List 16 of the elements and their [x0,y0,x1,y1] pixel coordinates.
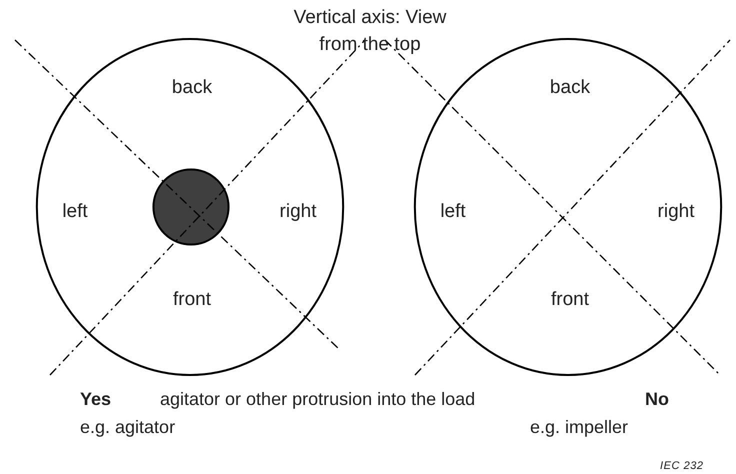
annotation-text: No [645,388,669,411]
direction-label: front [550,288,590,312]
direction-label: back [550,76,590,100]
direction-label: left [62,200,88,224]
direction-label: right [658,200,694,224]
diagram-title: Vertical axis: View from the top [292,6,448,57]
annotation-text: e.g. agitator [80,416,176,439]
annotation-text: Yes [80,388,112,411]
direction-label: right [280,200,316,224]
hub-disc [153,169,229,245]
direction-label: front [172,288,212,312]
annotation-text: e.g. impeller [530,416,628,439]
direction-label: back [172,76,212,100]
figure-reference: IEC 232 [660,459,704,474]
annotation-text: agitator or other protrusion into the load [160,388,476,411]
direction-label: left [440,200,466,224]
